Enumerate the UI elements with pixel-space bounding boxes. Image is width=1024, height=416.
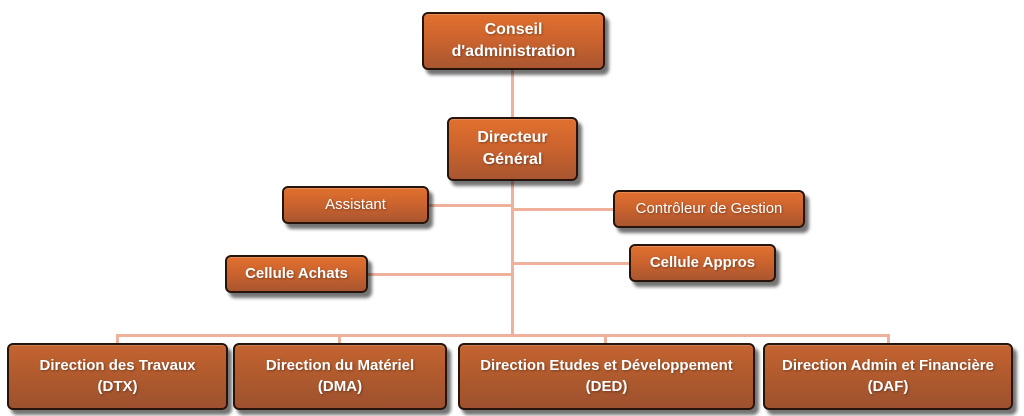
node-label-line: Général (482, 151, 543, 168)
node-label-line: Conseil (484, 21, 543, 39)
org-node-conseil-administration: Conseil d'administration (422, 12, 605, 70)
org-node-directeur-general: Directeur Général (447, 117, 578, 181)
connector-assistant (428, 204, 513, 207)
node-label-line: Cellule Achats (245, 264, 348, 282)
node-label-line: Directeur (477, 129, 548, 147)
connector-cellule-achats (367, 273, 513, 276)
node-label-line: Contrôleur de Gestion (635, 199, 783, 217)
node-label-line: d'administration (451, 43, 576, 60)
connector-drop-daf (887, 334, 890, 344)
node-label-line: Direction des Travaux (39, 357, 196, 375)
connector-bottom-spine (116, 334, 890, 337)
org-node-cellule-appros: Cellule Appros (629, 244, 776, 282)
node-label-line: Direction Etudes et Développement (480, 357, 733, 375)
connector-dg-to-spine (511, 180, 514, 337)
connector-conseil-to-dg (511, 69, 514, 118)
node-label-line: Direction du Matériel (265, 357, 415, 375)
connector-drop-dtx (116, 334, 119, 344)
org-node-assistant: Assistant (282, 186, 429, 224)
org-node-direction-travaux-dtx: Direction des Travaux (DTX) (7, 343, 228, 410)
connector-controleur (512, 208, 614, 211)
connector-drop-ded (604, 334, 607, 344)
node-label-line: Assistant (325, 195, 386, 213)
node-label-line: Cellule Appros (649, 253, 756, 271)
node-label-line: (DTX) (97, 377, 138, 395)
node-label-line: Direction Admin et Financière (782, 357, 994, 375)
connector-drop-dma (338, 334, 341, 344)
node-label-line: (DMA) (317, 377, 363, 395)
node-label-line: (DED) (585, 377, 628, 395)
org-node-cellule-achats: Cellule Achats (225, 255, 368, 293)
org-node-direction-admin-financiere-daf: Direction Admin et Financière (DAF) (763, 343, 1013, 410)
connector-cellule-appros (512, 262, 630, 265)
org-node-controleur-de-gestion: Contrôleur de Gestion (613, 190, 805, 228)
org-node-direction-materiel-dma: Direction du Matériel (DMA) (233, 343, 447, 410)
node-label-line: (DAF) (867, 377, 909, 395)
org-node-direction-etudes-developpement-ded: Direction Etudes et Développement (DED) (458, 343, 755, 410)
